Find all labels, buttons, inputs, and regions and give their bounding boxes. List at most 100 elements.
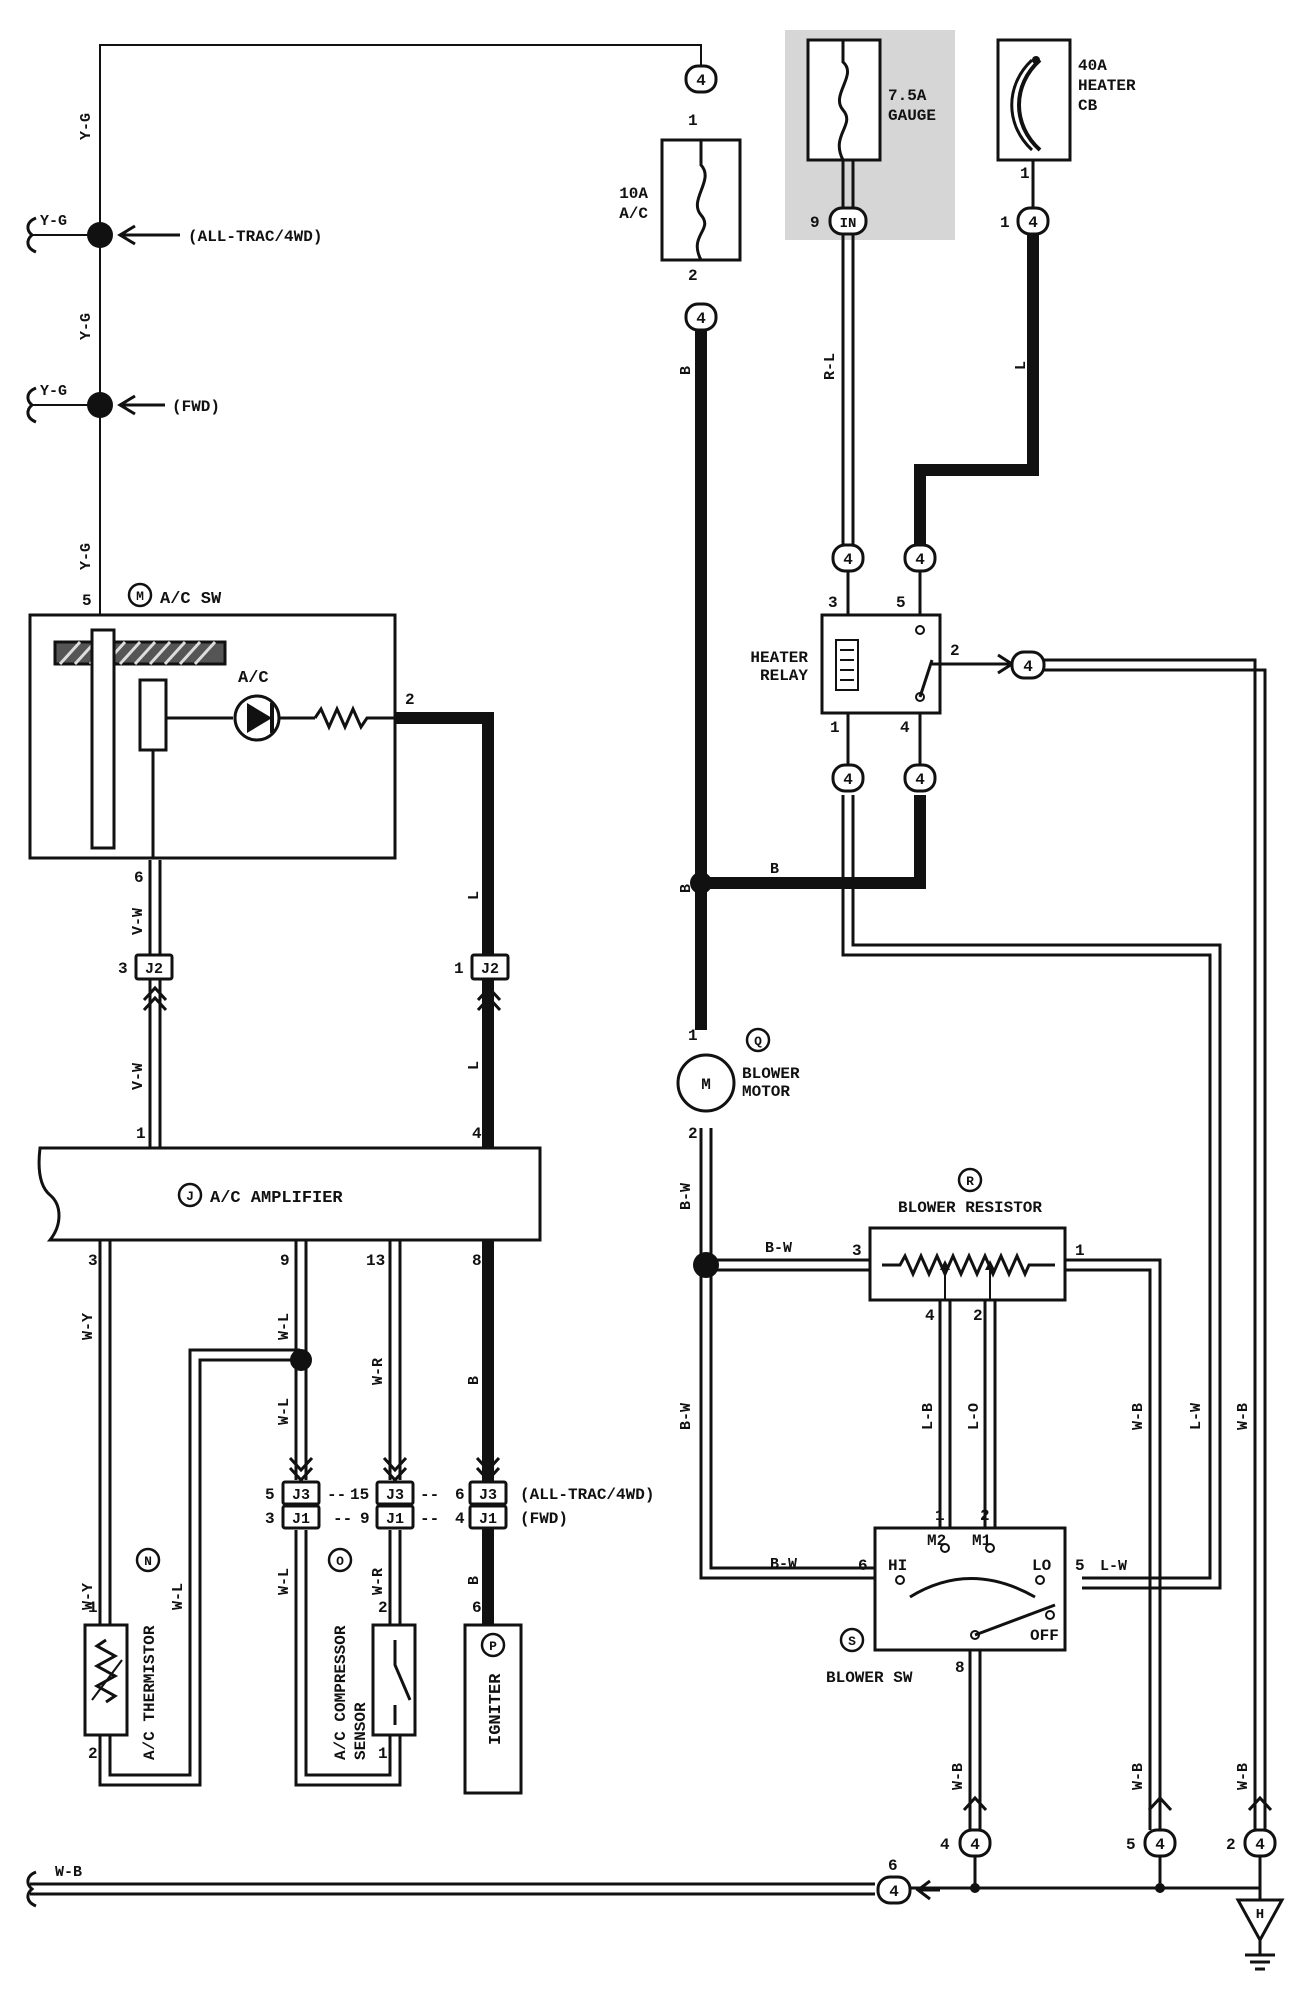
svg-text:W-B: W-B — [1235, 1403, 1252, 1430]
svg-text:1: 1 — [688, 112, 698, 130]
svg-text:2: 2 — [688, 267, 698, 285]
svg-text:5: 5 — [1075, 1557, 1085, 1575]
compressor-sensor-line2: SENSOR — [352, 1702, 370, 1760]
left-braces — [26, 216, 37, 1908]
svg-text:8: 8 — [955, 1659, 965, 1677]
connector-relay-5: 4 — [903, 543, 937, 573]
variant-fwd-j1: (FWD) — [520, 1510, 568, 1528]
connector-bottom-4: 4 4 — [940, 1828, 992, 1858]
ac-sw-letter: M — [136, 589, 144, 604]
svg-text:J1: J1 — [479, 1511, 497, 1528]
svg-text:4: 4 — [696, 72, 706, 90]
cb-heater-type: CB — [1078, 97, 1098, 115]
svg-text:6: 6 — [134, 869, 144, 887]
svg-text:B-W: B-W — [678, 1403, 695, 1430]
svg-text:R-L: R-L — [822, 353, 839, 380]
svg-text:1: 1 — [454, 960, 464, 978]
svg-text:Y-G: Y-G — [40, 213, 67, 230]
blower-resistor-letter: R — [966, 1174, 974, 1189]
junction-w-l — [290, 1349, 312, 1371]
igniter: P IGNITER 6 — [463, 1599, 523, 1795]
heater-relay-line1: HEATER — [750, 649, 808, 667]
svg-text:Y-G: Y-G — [78, 543, 95, 570]
svg-text:5: 5 — [896, 594, 906, 612]
svg-text:9: 9 — [810, 214, 820, 232]
svg-text:13: 13 — [366, 1252, 385, 1270]
svg-text:1: 1 — [688, 1027, 698, 1045]
svg-text:4: 4 — [900, 719, 910, 737]
blower-sw-m2: M2 — [927, 1532, 946, 1550]
connector-relay-4: 4 — [903, 763, 937, 793]
igniter-name: IGNITER — [487, 1673, 506, 1745]
svg-text:W-L: W-L — [276, 1398, 293, 1425]
svg-text:4: 4 — [889, 1883, 899, 1901]
blower-switch: HI M2 M1 LO OFF 6 1 2 5 8 S BLOWER SW — [826, 1507, 1085, 1687]
svg-text:2: 2 — [950, 642, 960, 660]
svg-text:B: B — [466, 1376, 483, 1385]
svg-text:9: 9 — [280, 1252, 290, 1270]
svg-text:W-Y: W-Y — [80, 1583, 97, 1610]
thermistor-letter: N — [144, 1554, 152, 1569]
amp-letter: J — [186, 1189, 194, 1204]
variant-fwd-top: (FWD) — [172, 398, 220, 416]
svg-text:2: 2 — [973, 1307, 983, 1325]
svg-text:6: 6 — [455, 1486, 465, 1504]
blower-sw-m1: M1 — [972, 1532, 991, 1550]
svg-text:W-Y: W-Y — [80, 1313, 97, 1340]
svg-text:--: -- — [327, 1486, 346, 1504]
svg-text:2: 2 — [1226, 1836, 1236, 1854]
ac-switch: A/C 5 2 6 M A/C SW — [28, 582, 415, 887]
connector-gauge-in: IN 9 — [810, 206, 868, 236]
svg-text:B-W: B-W — [678, 1183, 695, 1210]
svg-text:4: 4 — [915, 771, 925, 789]
svg-text:4: 4 — [940, 1836, 950, 1854]
svg-text:2: 2 — [980, 1507, 990, 1525]
svg-text:B: B — [678, 884, 695, 893]
blower-motor: M 1 2 Q BLOWER MOTOR — [676, 1027, 800, 1143]
j2-arrow-marks — [142, 985, 502, 1012]
svg-text:L: L — [466, 1061, 483, 1070]
pointer-arrows — [117, 224, 1015, 1901]
svg-text:9: 9 — [360, 1510, 370, 1528]
svg-text:1: 1 — [1075, 1242, 1085, 1260]
svg-text:V-W: V-W — [130, 1063, 147, 1090]
connector-j2-left: J2 3 — [118, 953, 174, 981]
svg-text:W-L: W-L — [276, 1568, 293, 1595]
heater-relay-line2: RELAY — [760, 667, 808, 685]
connector-j1-b: J1 — [375, 1504, 415, 1530]
connector-relay-1: 4 — [831, 763, 865, 793]
wire-l-sw-to-amp — [395, 712, 494, 1148]
svg-text:4: 4 — [455, 1510, 465, 1528]
fuse-ac-amp: 10A — [619, 185, 648, 203]
svg-text:L-W: L-W — [1188, 1403, 1205, 1430]
ac-thermistor: 1 2 N A/C THERMISTOR — [83, 1547, 161, 1763]
svg-text:V-W: V-W — [130, 908, 147, 935]
svg-text:4: 4 — [915, 551, 925, 569]
blower-motor-line1: BLOWER — [742, 1065, 800, 1083]
svg-text:Y-G: Y-G — [78, 313, 95, 340]
junction-y-g-fwd — [87, 392, 113, 418]
blower-motor-letter: Q — [754, 1034, 762, 1049]
j3-arrow-marks — [288, 1456, 501, 1483]
connector-heater-cb: 4 1 — [1000, 206, 1050, 236]
fuse-10a-ac: 10A A/C 1 2 — [619, 112, 742, 285]
cb-heater-name: HEATER — [1078, 77, 1136, 95]
svg-text:4: 4 — [1028, 214, 1038, 232]
ac-sw-indicator-label: A/C — [238, 669, 269, 688]
amp-name: A/C AMPLIFIER — [210, 1189, 343, 1208]
ac-compressor-sensor: 2 1 O A/C COMPRESSOR SENSOR — [327, 1547, 417, 1763]
svg-text:W-B: W-B — [1130, 1763, 1147, 1790]
svg-text:B: B — [466, 1576, 483, 1585]
svg-text:1: 1 — [935, 1507, 945, 1525]
wire-y-g-main — [99, 44, 702, 615]
svg-text:IN: IN — [840, 216, 857, 232]
svg-text:2: 2 — [88, 1745, 98, 1763]
connector-j3-b: J3 — [375, 1480, 415, 1506]
svg-text:L: L — [466, 891, 483, 900]
wire-color-labels: Y-G Y-G Y-G Y-G Y-G B B B R-L L V-W V-W … — [40, 113, 1252, 1881]
svg-text:6: 6 — [888, 1857, 898, 1875]
blower-sw-letter: S — [848, 1634, 856, 1649]
compressor-sensor-letter: O — [336, 1554, 344, 1569]
svg-text:2: 2 — [378, 1599, 388, 1617]
svg-text:1: 1 — [136, 1125, 146, 1143]
